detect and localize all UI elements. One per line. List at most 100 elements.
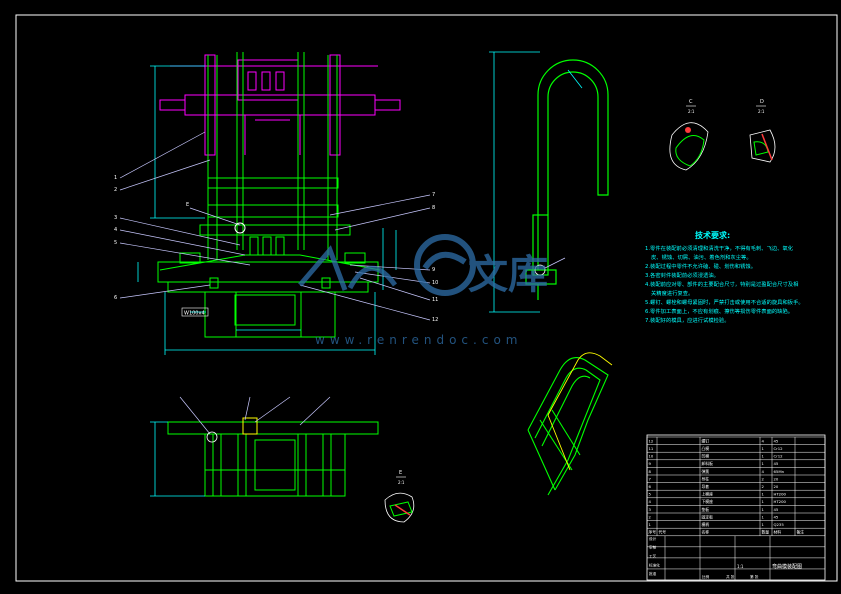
bom-cell: 1 — [762, 507, 765, 512]
callout-4: 4 — [114, 227, 117, 233]
bom-cell: 4 — [762, 469, 765, 474]
title-block-label: 标准化 — [649, 562, 660, 567]
technical-notes: 技术要求: 1.零件在装配前必须清理和清洗干净，不得有毛刺、飞边、氧化 皮、锈蚀… — [645, 230, 804, 324]
watermark-url: www.renrendoc.com — [315, 333, 522, 347]
bom-cell: 模柄 — [702, 522, 710, 527]
detail-circle-e — [234, 222, 246, 234]
bom-cell: 卸料板 — [702, 461, 714, 466]
title-block-label: 共 张 — [726, 574, 735, 579]
bom-cell: 20 — [774, 476, 779, 481]
bom-cell: 1 — [762, 522, 765, 527]
bom-cell: 6 — [649, 484, 652, 489]
bom-cell: 3 — [649, 507, 652, 512]
title-block-label: 比例 — [702, 574, 710, 579]
bom-cell: 凸模 — [702, 446, 710, 451]
bom-cell: HT200 — [774, 492, 787, 497]
bom-cell: 1 — [762, 446, 765, 451]
drawing-scale: 1:1 — [737, 564, 744, 569]
callout-3: 3 — [114, 215, 117, 221]
bottom-detail-circle — [206, 431, 218, 443]
callout-11: 11 — [432, 297, 438, 303]
bom-cell: 4 — [762, 438, 765, 443]
callout-2: 2 — [114, 187, 117, 193]
callout-10: 10 — [432, 280, 438, 286]
bom-cell: 8 — [649, 469, 652, 474]
bom-cell: 导柱 — [702, 476, 710, 481]
watermark: 文库 www.renrendoc.com — [298, 234, 548, 347]
die-frame — [157, 52, 381, 338]
bom-header-cell: 名称 — [702, 530, 710, 535]
bom-cell: 45 — [774, 507, 779, 512]
callout-leaders — [119, 131, 431, 321]
bom-cell: 10 — [649, 454, 654, 459]
bom-cell: 20 — [774, 484, 779, 489]
bom-cell: 螺钉 — [702, 438, 710, 443]
bom-cell: 1 — [762, 514, 765, 519]
title-block-labels: 设计审核工艺标准化批准比例共 张第 张 — [649, 536, 759, 579]
section-d-scale: 2:1 — [758, 109, 765, 114]
bom-header-cell: 材料 — [774, 530, 782, 535]
part-callout-numbers: 1 2 3 4 5 6 7 8 9 10 11 12 E — [114, 175, 438, 323]
drawing-frame — [15, 14, 838, 582]
profile-leader — [544, 257, 566, 269]
bom-cell: 下模座 — [702, 499, 714, 504]
bom-cell: 1 — [762, 492, 765, 497]
note-line-8: 6.零件加工表面上，不应有划痕、擦伤等损伤零件表面的缺陷。 — [645, 307, 793, 315]
watermark-brand: 文库 — [468, 252, 548, 298]
callout-5: 5 — [114, 240, 117, 246]
bom-cell: Q235 — [774, 522, 785, 527]
title-block-label: 第 张 — [750, 574, 759, 579]
note-line-6: 关精度进行复查。 — [651, 289, 693, 297]
bom-header-cell: 代号 — [659, 530, 667, 535]
bottom-view-dims — [150, 421, 205, 497]
bom-cell: 弹簧 — [702, 469, 710, 474]
bom-cell: 45 — [774, 514, 779, 519]
bom-cell: 上模座 — [702, 492, 714, 497]
bom-cell: 2 — [762, 476, 765, 481]
bom-grid — [646, 436, 826, 580]
main-front-view — [119, 52, 431, 355]
bom-cell: 垫板 — [702, 507, 710, 512]
bom-cell: 导套 — [702, 484, 710, 489]
section-detail-d: D 2:1 — [749, 99, 776, 163]
bom-cell: 固定板 — [702, 514, 714, 519]
bom-header-cell: 数量 — [762, 530, 770, 535]
bom-cell: 1 — [762, 499, 765, 504]
bom-header-cell: 备注 — [797, 530, 805, 535]
bom-cell: 凹模 — [702, 454, 710, 459]
bottom-side-view — [167, 417, 379, 497]
callout-1: 1 — [114, 175, 117, 181]
notes-title: 技术要求: — [695, 230, 730, 240]
bom-cell: 2 — [762, 484, 765, 489]
drawing-title: 弯曲模装配图 — [772, 563, 802, 570]
bom-cell: 45 — [774, 461, 779, 466]
bom-cell: 65Mn — [774, 469, 785, 474]
main-dimensions — [137, 65, 397, 355]
bom-cell: 4 — [649, 499, 652, 504]
callout-7: 7 — [432, 192, 435, 198]
section-c-scale: 2:1 — [688, 109, 695, 114]
bom-cell: 7 — [649, 476, 652, 481]
bom-cell: HT200 — [774, 499, 787, 504]
note-line-1: 1.零件在装配前必须清理和清洗干净，不得有毛刺、飞边、氧化 — [645, 244, 794, 252]
title-block-label: 工艺 — [649, 553, 657, 558]
spec-label: W100x4 — [184, 311, 205, 317]
bom-cell: 45 — [774, 438, 779, 443]
bom-cell: 1 — [762, 461, 765, 466]
note-line-2: 皮、锈蚀、切屑、油污、着色剂和灰尘等。 — [651, 253, 752, 261]
bom-cell: 1 — [649, 522, 652, 527]
callout-8: 8 — [432, 205, 435, 211]
detail-ref-label: E — [186, 202, 189, 208]
note-line-5: 4.装配前应对零、部件的主要配合尺寸，特别是过盈配合尺寸及相 — [645, 280, 798, 288]
spec-frame — [181, 307, 209, 317]
section-e-scale: 2:1 — [398, 480, 405, 485]
bom-header-cell: 序号 — [649, 530, 657, 535]
bom-cell: 11 — [649, 446, 654, 451]
isometric-part-view — [527, 352, 613, 496]
title-block-label: 设计 — [649, 536, 657, 541]
note-line-4: 3.各密封件装配前必须浸透油。 — [645, 271, 719, 279]
section-detail-e: E 2:1 — [384, 470, 415, 523]
